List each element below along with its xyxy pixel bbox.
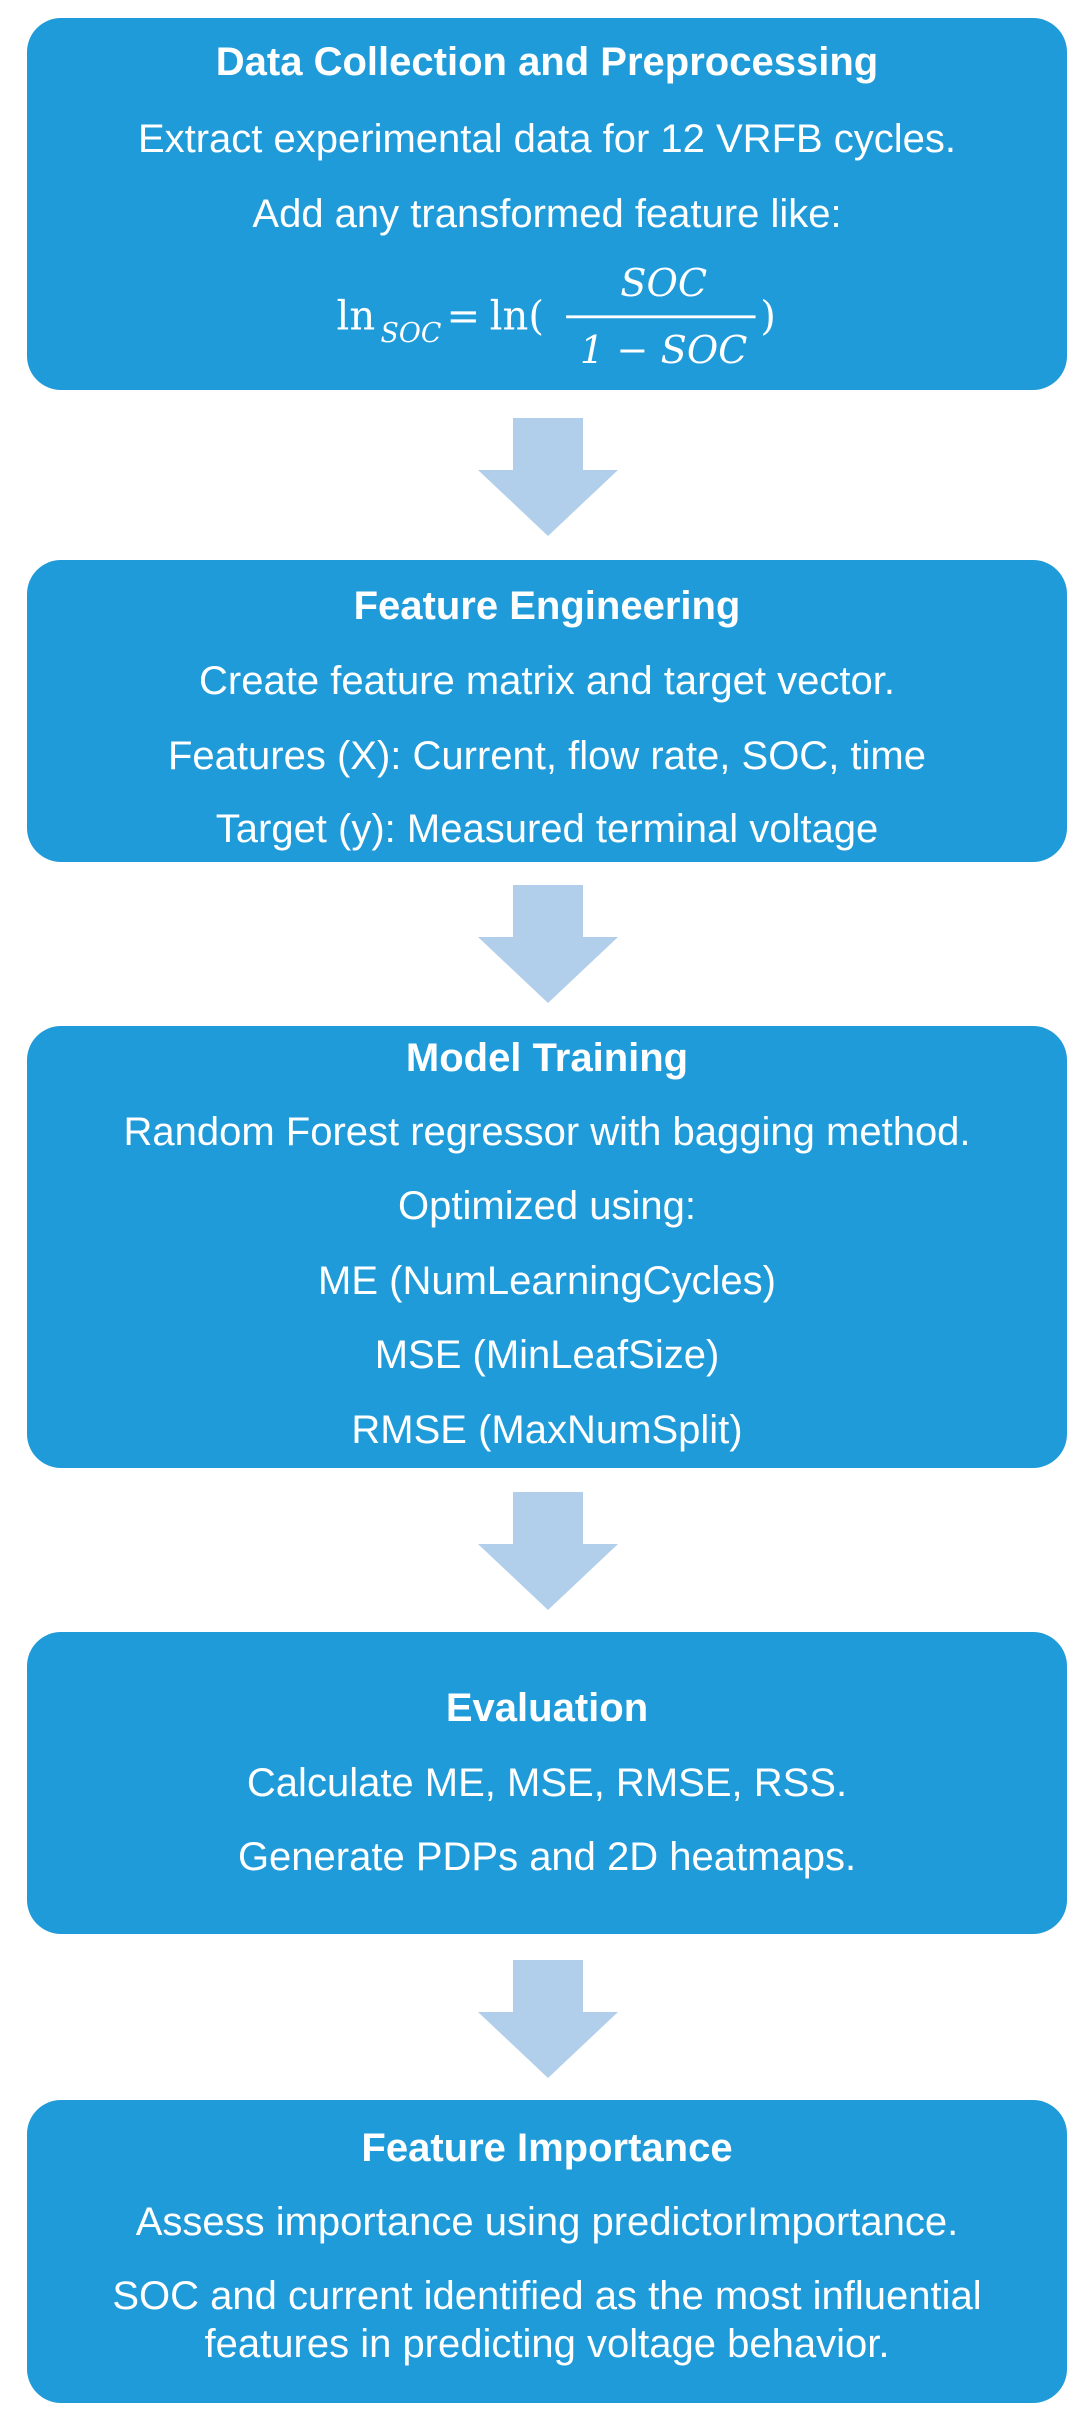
formula-denominator: 1 − SOC: [580, 328, 748, 368]
formula-rhs-fn: ln(: [490, 294, 544, 340]
formula-lhs: ln: [337, 294, 376, 340]
step-text: Extract experimental data for 12 VRFB cy…: [137, 117, 957, 161]
soc-transform-formula: ln SOC = ln( SOC 1 − SOC ): [337, 261, 776, 368]
step-text: features in predicting voltage behavior.: [204, 2322, 890, 2366]
step-text: Assess importance using predictorImporta…: [135, 2200, 959, 2244]
formula-fraction-bar: [566, 315, 756, 319]
step-text: Optimized using:: [398, 1184, 696, 1228]
step-box-feature-importance: Feature Importance Assess importance usi…: [27, 2100, 1067, 2403]
down-arrow-icon: [478, 418, 618, 536]
step-title: Data Collection and Preprocessing: [215, 40, 879, 84]
formula-lhs-subscript: SOC: [381, 318, 442, 349]
formula-close-paren: ): [760, 294, 776, 340]
step-text: Random Forest regressor with bagging met…: [123, 1110, 971, 1154]
down-arrow-icon: [478, 885, 618, 1003]
step-box-data-collection: Data Collection and Preprocessing Extrac…: [27, 18, 1067, 390]
step-text: Add any transformed feature like:: [252, 192, 842, 236]
step-text: MSE (MinLeafSize): [374, 1333, 720, 1377]
down-arrow-icon: [478, 1492, 618, 1610]
step-text: Create feature matrix and target vector.: [199, 659, 895, 703]
formula-equals: =: [447, 294, 481, 340]
step-text: Calculate ME, MSE, RMSE, RSS.: [246, 1761, 848, 1805]
step-title: Feature Engineering: [353, 584, 741, 628]
step-text: Target (y): Measured terminal voltage: [215, 807, 879, 851]
step-text: RMSE (MaxNumSplit): [351, 1408, 743, 1452]
step-text: Generate PDPs and 2D heatmaps.: [237, 1835, 857, 1879]
step-text: Features (X): Current, flow rate, SOC, t…: [168, 734, 926, 778]
step-box-evaluation: Evaluation Calculate ME, MSE, RMSE, RSS.…: [27, 1632, 1067, 1934]
step-text: SOC and current identified as the most i…: [112, 2274, 982, 2318]
step-title: Feature Importance: [361, 2126, 733, 2170]
down-arrow-icon: [478, 1960, 618, 2078]
step-title: Model Training: [405, 1036, 689, 1080]
step-box-feature-engineering: Feature Engineering Create feature matri…: [27, 560, 1067, 862]
step-text: ME (NumLearningCycles): [318, 1259, 776, 1303]
step-box-model-training: Model Training Random Forest regressor w…: [27, 1026, 1067, 1468]
step-title: Evaluation: [445, 1686, 649, 1730]
formula-numerator: SOC: [620, 261, 707, 306]
